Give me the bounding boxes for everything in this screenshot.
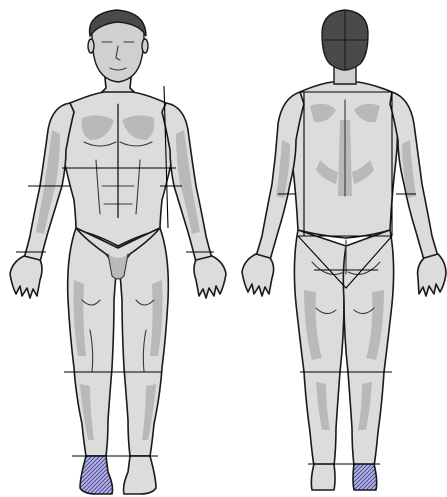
back-right-foot <box>353 464 377 490</box>
back-left-foot <box>311 464 335 490</box>
back-left-hand <box>242 254 274 296</box>
back-left-leg <box>294 230 346 466</box>
front-right-foot <box>124 456 157 494</box>
back-figure <box>242 10 446 490</box>
front-figure <box>10 10 226 494</box>
back-right-leg <box>343 230 393 466</box>
front-left-ear <box>88 39 94 53</box>
front-right-hand <box>194 256 226 298</box>
front-left-hand <box>10 256 42 298</box>
front-left-foot <box>80 456 113 494</box>
front-right-ear <box>142 39 148 53</box>
back-right-hand <box>418 254 446 296</box>
back-right-arm <box>390 92 438 260</box>
